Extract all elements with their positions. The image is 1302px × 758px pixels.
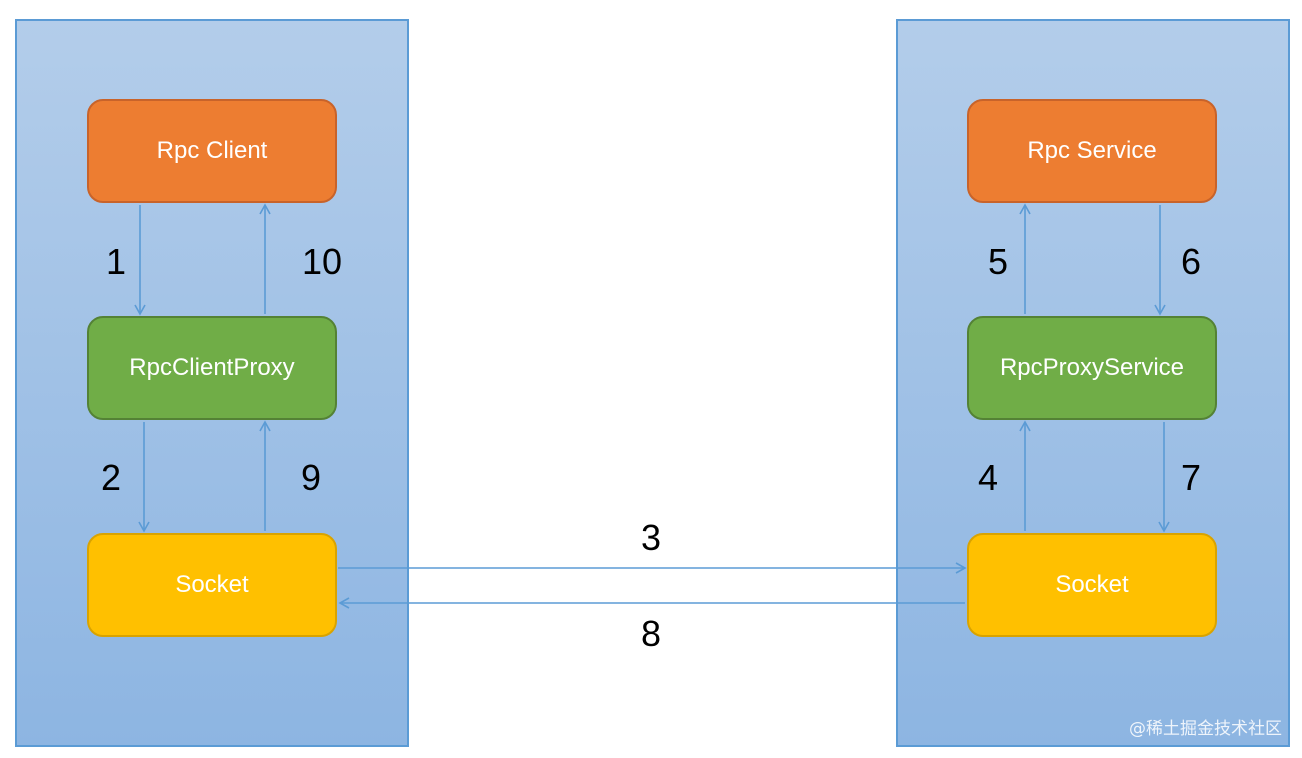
step-label-4: 4 <box>977 457 999 498</box>
step-label-3: 3 <box>640 517 662 558</box>
step-label-10: 10 <box>301 241 343 282</box>
client-socket-box: Socket <box>87 533 337 637</box>
rpc-service-box: Rpc Service <box>967 99 1217 203</box>
step-label-9: 9 <box>300 457 322 498</box>
server-socket-box: Socket <box>967 533 1217 637</box>
step-label-2: 2 <box>100 457 122 498</box>
step-label-1: 1 <box>105 241 127 282</box>
step-label-8: 8 <box>640 613 662 654</box>
rpc-client-box: Rpc Client <box>87 99 337 203</box>
rpc-client-proxy-box: RpcClientProxy <box>87 316 337 420</box>
watermark: @稀土掘金技术社区 <box>1129 719 1282 739</box>
rpc-proxy-service-box: RpcProxyService <box>967 316 1217 420</box>
step-label-6: 6 <box>1180 241 1202 282</box>
step-label-7: 7 <box>1180 457 1202 498</box>
step-label-5: 5 <box>987 241 1009 282</box>
